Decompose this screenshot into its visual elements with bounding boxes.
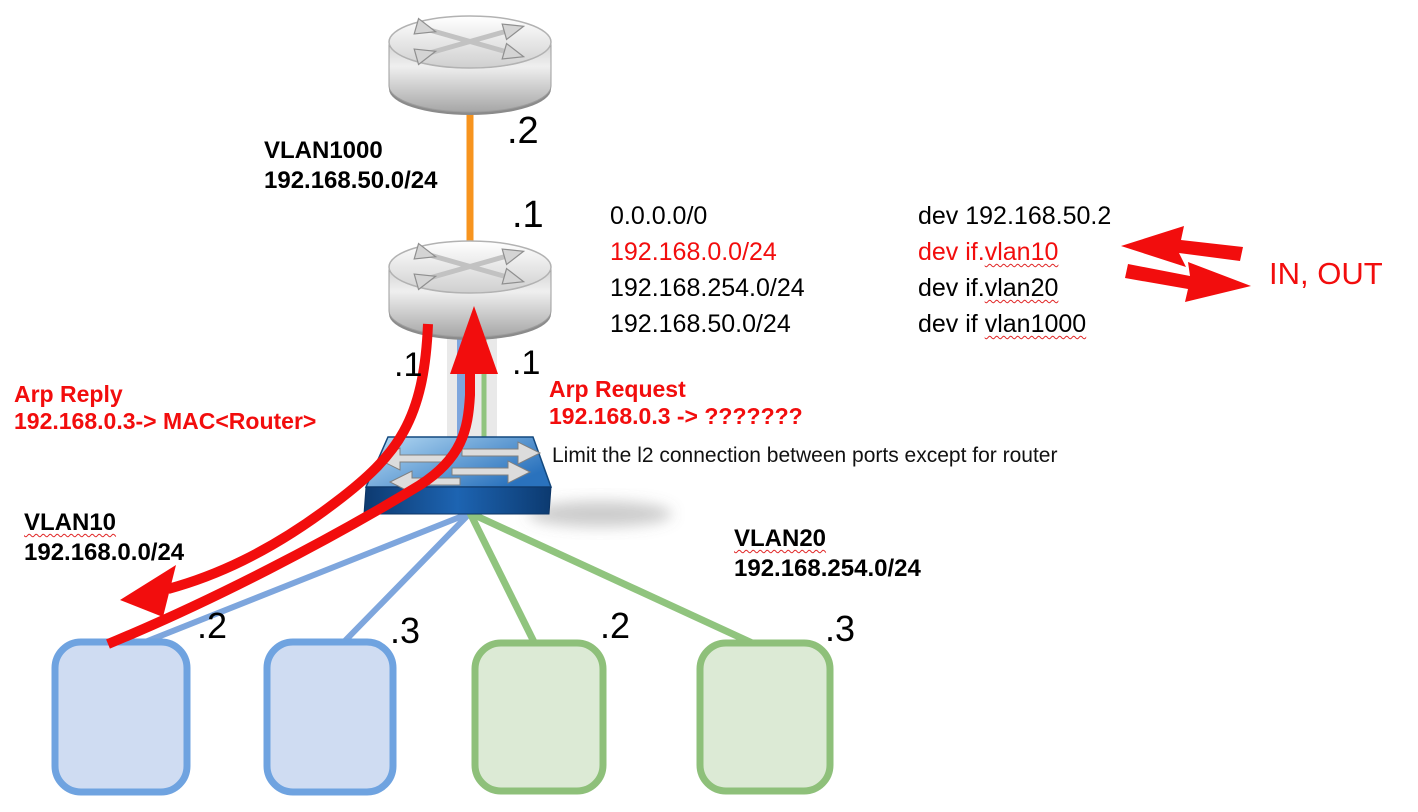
internet-router-icon bbox=[388, 15, 552, 115]
arp-request-title: Arp Request bbox=[549, 376, 686, 402]
host4-link bbox=[468, 509, 765, 652]
vlan20-title: VLAN20 bbox=[734, 525, 827, 552]
host3-ip-label: .2 bbox=[600, 605, 631, 646]
vlan10-subnet: 192.168.0.0/24 bbox=[24, 539, 185, 566]
route-dest: 0.0.0.0/0 bbox=[610, 202, 708, 230]
vlan10-label: VLAN10 192.168.0.0/24 bbox=[24, 508, 184, 568]
host1-link bbox=[128, 510, 472, 651]
router-crossed-arrows-icon bbox=[413, 17, 526, 66]
arp-request-annotation: Arp Request 192.168.0.3 -> ??????? bbox=[549, 376, 803, 430]
route-dest: 192.168.50.0/24 bbox=[610, 310, 791, 338]
route-in-arrow bbox=[1121, 226, 1243, 267]
host3-link bbox=[466, 511, 541, 650]
arp-reply-detail: 192.168.0.3-> MAC<Router> bbox=[14, 408, 317, 434]
host3-box bbox=[471, 639, 607, 795]
route-row-default: 0.0.0.0/0 dev 192.168.50.2 bbox=[610, 198, 1111, 234]
arp-reply-arrow bbox=[120, 323, 433, 617]
routing-table: 0.0.0.0/0 dev 192.168.50.2 192.168.0.0/2… bbox=[610, 198, 1111, 342]
core-router-vlan20-if-label: .1 bbox=[512, 344, 541, 382]
host1-ip-label: .2 bbox=[197, 605, 228, 646]
host2-ip-label: .3 bbox=[390, 610, 421, 651]
top-router-if-label: .2 bbox=[507, 110, 539, 152]
arp-reply-title: Arp Reply bbox=[14, 381, 123, 407]
switch-note: Limit the l2 connection between ports ex… bbox=[552, 444, 1058, 467]
route-dest: 192.168.254.0/24 bbox=[610, 274, 805, 302]
route-dev: dev 192.168.50.2 bbox=[918, 202, 1112, 230]
vlan20-label: VLAN20 192.168.254.0/24 bbox=[734, 524, 921, 584]
core-router-vlan10-if-label: .1 bbox=[394, 346, 423, 384]
vlan10-title: VLAN10 bbox=[24, 509, 117, 536]
host2-link bbox=[335, 510, 473, 651]
route-dev: dev if vlan1000 bbox=[918, 310, 1087, 338]
route-dest: 192.168.0.0/24 bbox=[610, 238, 777, 266]
route-row-vlan1000: 192.168.50.0/24 dev if vlan1000 bbox=[610, 306, 1111, 342]
arp-reply-annotation: Arp Reply 192.168.0.3-> MAC<Router> bbox=[14, 381, 316, 435]
route-row-vlan20: 192.168.254.0/24 dev if.vlan20 bbox=[610, 270, 1111, 306]
route-row-vlan10: 192.168.0.0/24 dev if.vlan10 bbox=[610, 234, 1111, 270]
route-out-arrow bbox=[1125, 262, 1251, 302]
route-dev: dev if.vlan20 bbox=[918, 274, 1059, 302]
host1-box bbox=[51, 638, 191, 796]
host4-ip-label: .3 bbox=[825, 608, 856, 649]
vlan1000-label: VLAN1000 192.168.50.0/24 bbox=[264, 136, 438, 196]
vlan1000-subnet: 192.168.50.0/24 bbox=[264, 167, 438, 194]
router-crossed-arrows-icon bbox=[413, 242, 526, 291]
arp-request-arrow bbox=[106, 306, 498, 649]
in-out-label: IN, OUT bbox=[1269, 256, 1383, 291]
host4-box bbox=[696, 639, 834, 795]
core-router-uplink-if-label: .1 bbox=[512, 194, 544, 236]
host2-box bbox=[263, 638, 397, 796]
route-dev: dev if.vlan10 bbox=[918, 238, 1059, 266]
host-links bbox=[128, 509, 765, 652]
vlan20-subnet: 192.168.254.0/24 bbox=[734, 555, 921, 582]
vlan1000-title: VLAN1000 bbox=[264, 137, 383, 164]
switch-shadow bbox=[528, 501, 672, 527]
arp-request-detail: 192.168.0.3 -> ??????? bbox=[549, 403, 803, 429]
